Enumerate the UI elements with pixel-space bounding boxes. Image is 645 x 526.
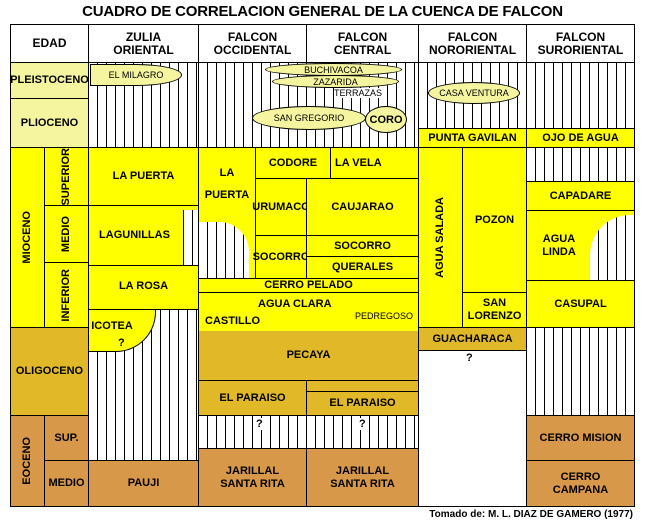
formation-lagunillas: LAGUNILLAS: [88, 205, 199, 266]
label: EOCENO: [21, 437, 33, 485]
formation-pozon: POZON: [462, 147, 527, 293]
formation-casupal: CASUPAL: [526, 280, 635, 328]
label: AGUA SALADA: [434, 197, 446, 278]
age-mioceno-label: MIOCENO: [21, 211, 33, 264]
formation-castillo: CASTILLO: [205, 315, 260, 327]
formation-la-rosa: LA ROSA: [88, 265, 199, 310]
formation-ojo-de-agua: OJO DE AGUA: [526, 128, 635, 148]
la-puerta-hatch-wedge: [199, 222, 249, 278]
label: AGUA LINDA: [542, 232, 576, 258]
chart-title: CUADRO DE CORRELACION GENERAL DE LA CUEN…: [82, 3, 563, 20]
header-falcon-nororiental: FALCON NORORIENTAL: [418, 24, 527, 63]
formation-el-paraiso-central: EL PARAISO: [306, 391, 419, 416]
formation-zazarida: ZAZARIDA: [272, 75, 399, 88]
age-pleistoceno: PLEISTOCENO: [10, 62, 89, 99]
falcon-hatch-lower: [198, 415, 419, 449]
label: SUPERIOR: [60, 147, 72, 206]
suroriental-hatch-mid: [526, 147, 635, 182]
age-eoceno-sup: SUP.: [44, 415, 89, 461]
lagunillas-hatch-wedge: [183, 210, 199, 265]
formation-urumaco: URUMACO: [252, 178, 310, 236]
age-plioceno: PLIOCENO: [10, 98, 89, 148]
formation-querales: QUERALES: [306, 256, 419, 279]
formation-caujarao: CAUJARAO: [306, 178, 419, 236]
formation-pecaya: PECAYA: [198, 331, 419, 381]
formation-pauji: PAUJI: [88, 460, 199, 507]
age-mioceno-superior: SUPERIOR: [44, 147, 89, 206]
formation-san-gregorio: SAN GREGORIO: [252, 106, 366, 130]
label: INFERIOR: [60, 268, 72, 322]
header-falcon-occidental: FALCON OCCIDENTAL: [198, 24, 307, 63]
unknown-marker: ?: [466, 352, 473, 364]
header-edad: EDAD: [10, 24, 89, 63]
formation-el-milagro: EL MILAGRO: [90, 64, 182, 86]
age-eoceno-medio: MEDIO: [44, 460, 89, 507]
formation-cerro-pelado: CERRO PELADO: [198, 278, 419, 293]
suroriental-hatch-upper: [526, 62, 635, 129]
unknown-marker: ?: [118, 337, 125, 349]
formation-coro: CORO: [365, 106, 407, 133]
header-falcon-suroriental: FALCON SURORIENTAL: [526, 24, 635, 63]
age-mioceno-inferior: INFERIOR: [44, 262, 89, 328]
formation-agua-clara: AGUA CLARA: [258, 298, 332, 310]
formation-socorro-central: SOCORRO: [306, 235, 419, 257]
formation-la-vela: LA VELA: [330, 147, 419, 179]
nororiental-blank: [418, 350, 527, 507]
unknown-marker: ?: [255, 418, 264, 430]
header-falcon-central: FALCON CENTRAL: [306, 24, 419, 63]
formation-terrazas: TERRAZAS: [334, 88, 383, 98]
formation-pedregoso: PEDREGOSO: [355, 311, 414, 321]
label: SANTA RITA: [330, 477, 395, 490]
label: MEDIO: [60, 215, 72, 253]
formation-punta-gavilan: PUNTA GAVILAN: [418, 128, 527, 148]
suroriental-hatch-lower: [526, 327, 635, 416]
label: SANTA RITA: [220, 477, 285, 490]
formation-agua-salada: AGUA SALADA: [418, 147, 463, 328]
formation-el-paraiso-occ: EL PARAISO: [198, 380, 307, 416]
formation-cerro-mision: CERRO MISION: [526, 415, 635, 461]
age-mioceno-medio: MEDIO: [44, 205, 89, 263]
unknown-marker: ?: [358, 418, 367, 430]
age-eoceno: EOCENO: [10, 415, 45, 507]
formation-la-puerta-zulia: LA PUERTA: [88, 147, 199, 206]
formation-san-lorenzo: SAN LORENZO: [462, 292, 527, 328]
formation-guacharaca: GUACHARACA: [418, 327, 527, 351]
header-zulia: ZULIA ORIENTAL: [88, 24, 199, 63]
age-mioceno: MIOCENO: [10, 147, 45, 328]
formation-socorro-occ: SOCORRO: [253, 235, 309, 279]
age-oligoceno: OLIGOCENO: [10, 327, 89, 416]
formation-capadare: CAPADARE: [526, 181, 635, 211]
label: JARILLAL: [225, 464, 280, 477]
source-credit: Tomado de: M. L. DIAZ DE GAMERO (1977): [429, 509, 633, 520]
label: JARILLAL: [335, 464, 390, 477]
formation-cerro-campana: CERRO CAMPANA: [526, 460, 635, 507]
formation-casa-ventura: CASA VENTURA: [428, 82, 520, 104]
formation-codore: CODORE: [255, 147, 331, 179]
agua-clara-block: [198, 292, 419, 332]
